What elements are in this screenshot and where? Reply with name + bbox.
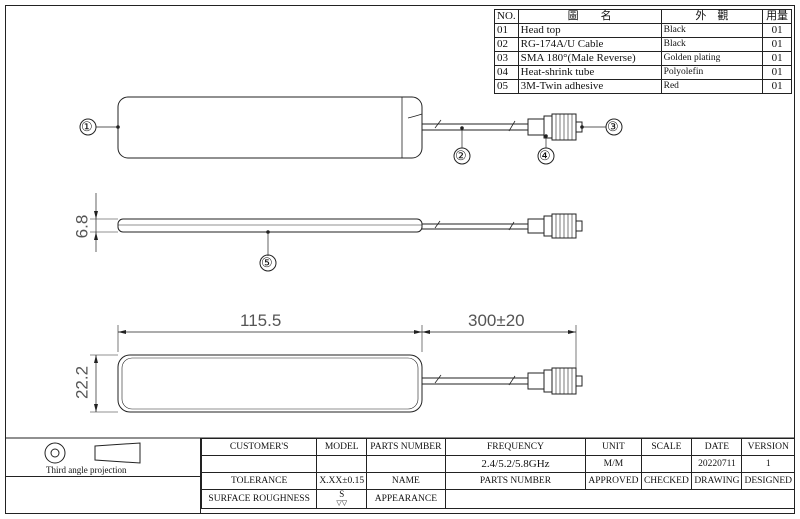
bom-no: 02	[494, 37, 519, 52]
parts-number-label-2: PARTS NUMBER	[444, 472, 587, 490]
title-row-1: CUSTOMER'S MODEL PARTS NUMBER FREQUENCY …	[200, 438, 795, 456]
unit-value: M/M	[585, 455, 642, 473]
appearance-label: APPEARANCE	[366, 489, 446, 509]
title-row-3: TOLERANCE X.XX±0.15 NAME PARTS NUMBER AP…	[200, 472, 795, 490]
callout-4-circle	[537, 147, 555, 165]
bom-appearance: Golden plating	[660, 51, 764, 66]
bom-row: 01 Head top Black 01	[494, 23, 792, 38]
tolerance-label: TOLERANCE	[200, 472, 318, 490]
appearance-value	[444, 489, 796, 509]
bom-name: RG-174A/U Cable	[517, 37, 662, 52]
customer-label: CUSTOMER'S	[200, 438, 318, 456]
bom-qty: 01	[762, 23, 792, 38]
bom-appearance: Red	[660, 79, 764, 94]
callout-2: ②	[455, 148, 467, 163]
callout-1-circle	[79, 118, 97, 136]
bom-qty: 01	[762, 79, 792, 94]
bom-row: 05 3M-Twin adhesive Red 01	[494, 79, 792, 94]
bom-header-appearance: 外 觀	[660, 9, 764, 24]
bom-name: SMA 180°(Male Reverse)	[517, 51, 662, 66]
sma-connector-top-view	[527, 118, 545, 136]
parts-number-value	[366, 455, 446, 473]
bom-qty: 01	[762, 65, 792, 80]
dim-cable: 300±20	[468, 311, 525, 330]
bom-appearance: Black	[660, 37, 764, 52]
bom-qty: 01	[762, 51, 792, 66]
projection-circle-outer	[44, 442, 66, 464]
bom-name: Heat-shrink tube	[517, 65, 662, 80]
drawing-frame	[5, 5, 795, 514]
checked-label: CHECKED	[640, 472, 693, 490]
dim-thickness: 6.8	[72, 214, 92, 239]
bom-no: 01	[494, 23, 519, 38]
bom-header-name: 圖 名	[517, 9, 662, 24]
drawing-label: DRAWING	[691, 472, 743, 490]
bom-no: 05	[494, 79, 519, 94]
title-row-4: SURFACE ROUGHNESS S ▽▽ APPEARANCE	[200, 489, 796, 509]
callout-2-circle	[453, 147, 471, 165]
surface-triangle-icon: ▽▽	[336, 499, 348, 507]
bom-name: Head top	[517, 23, 662, 38]
projection-box	[5, 438, 201, 476]
callout-3-circle	[605, 118, 623, 136]
bom-no: 04	[494, 65, 519, 80]
callout-5: ⑤	[261, 255, 273, 270]
version-label: VERSION	[741, 438, 795, 456]
antenna-head-bottom-view	[117, 354, 423, 413]
bom-appearance: Polyolefin	[660, 65, 764, 80]
projection-box-lower	[5, 476, 201, 514]
bom-row: 02 RG-174A/U Cable Black 01	[494, 37, 792, 52]
antenna-head-side-view	[117, 218, 423, 233]
surface-roughness-label: SURFACE ROUGHNESS	[200, 489, 318, 509]
bom-header-no: NO.	[494, 9, 519, 24]
unit-label: UNIT	[585, 438, 642, 456]
dim-width: 22.2	[72, 365, 92, 400]
model-value	[316, 455, 368, 473]
scale-label: SCALE	[640, 438, 693, 456]
tolerance-value: X.XX±0.15	[316, 472, 368, 490]
projection-label: Third angle projection	[46, 465, 127, 475]
approved-label: APPROVED	[585, 472, 642, 490]
bom-row: 04 Heat-shrink tube Polyolefin 01	[494, 65, 792, 80]
date-label: DATE	[691, 438, 743, 456]
customer-value	[200, 455, 318, 473]
date-value: 20220711	[691, 455, 743, 473]
frequency-value: 2.4/5.2/5.8GHz	[444, 455, 587, 473]
surface-symbol-letter: S	[339, 489, 345, 499]
title-block: CUSTOMER'S MODEL PARTS NUMBER FREQUENCY …	[200, 438, 796, 509]
title-row-2: 2.4/5.2/5.8GHz M/M 20220711 1	[200, 455, 795, 473]
bom-appearance: Black	[660, 23, 764, 38]
bom-qty: 01	[762, 37, 792, 52]
scale-value	[640, 455, 693, 473]
callout-5-circle	[259, 254, 277, 272]
callout-3: ③	[607, 119, 619, 134]
antenna-head-top-view	[117, 96, 423, 159]
bom-header-qty: 用量	[762, 9, 792, 24]
callout-4: ④	[539, 148, 551, 163]
bom-header-row: NO. 圖 名 外 觀 用量	[494, 9, 792, 24]
model-label: MODEL	[316, 438, 368, 456]
surface-roughness-symbol: S ▽▽	[316, 489, 368, 509]
projection-cone	[94, 442, 141, 464]
parts-number-label: PARTS NUMBER	[366, 438, 446, 456]
name-label: NAME	[366, 472, 446, 490]
bom-name: 3M-Twin adhesive	[517, 79, 662, 94]
callout-1: ①	[81, 119, 93, 134]
bill-of-materials: NO. 圖 名 外 觀 用量 01 Head top Black 01 02 R…	[494, 9, 792, 94]
designed-label: DESIGNED	[741, 472, 795, 490]
bom-row: 03 SMA 180°(Male Reverse) Golden plating…	[494, 51, 792, 66]
bom-no: 03	[494, 51, 519, 66]
dim-length: 115.5	[240, 311, 282, 330]
version-value: 1	[741, 455, 795, 473]
frequency-label: FREQUENCY	[444, 438, 587, 456]
